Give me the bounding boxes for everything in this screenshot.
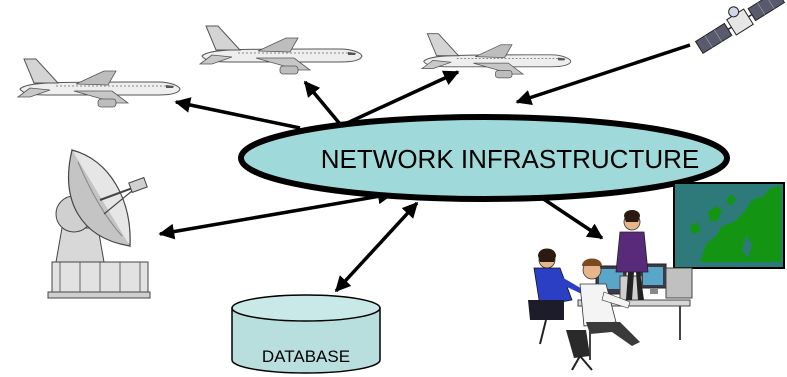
- airplane-icon: [199, 25, 363, 75]
- hub-label: NETWORK INFRASTRUCTURE: [321, 144, 699, 174]
- arrow-hub-to-operators: [541, 196, 604, 240]
- europe-map-icon: [673, 182, 785, 269]
- arrow-hub-to-aircraft-right: [344, 70, 460, 126]
- satellite-icon: [694, 0, 786, 55]
- operators-workstation-icon: [528, 210, 693, 371]
- airplane-icon: [421, 33, 572, 79]
- airplane-icon: [17, 58, 181, 108]
- network-infrastructure-hub: NETWORK INFRASTRUCTURE: [238, 114, 730, 202]
- arrow-hub-database: [334, 201, 419, 293]
- arrow-hub-to-aircraft-middle: [303, 80, 342, 126]
- arrow-hub-ground-station: [158, 188, 394, 240]
- connection-arrows: [158, 43, 691, 293]
- database-label: DATABASE: [262, 347, 350, 366]
- arrow-hub-to-aircraft-left: [174, 97, 301, 130]
- satellite-dish-icon: [47, 149, 151, 299]
- database-cylinder-icon: DATABASE: [231, 294, 381, 374]
- arrow-satellite-to-hub: [515, 43, 691, 106]
